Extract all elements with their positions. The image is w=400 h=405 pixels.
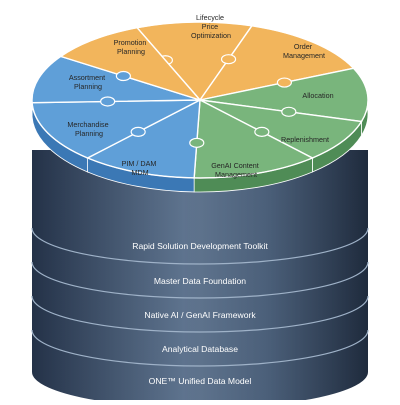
puzzle-knob [281, 106, 297, 117]
layer-label-master-data: Master Data Foundation [154, 276, 246, 286]
layer-label-unified-data-model: ONE™ Unified Data Model [149, 376, 252, 386]
puzzle-knob [115, 70, 131, 82]
segment-label-order-management: Order Management [283, 42, 325, 60]
layer-label-native-ai: Native AI / GenAI Framework [144, 310, 256, 320]
segment-label-pim-dam-mdm: PIM / DAM MDM [122, 159, 159, 177]
segment-label-assortment-planning: Assortment Planning [69, 73, 107, 91]
layer-label-analytical-db: Analytical Database [162, 344, 238, 354]
segment-labels: Lifecycle Price Optimization Order Manag… [67, 13, 333, 179]
layer-divider [31, 329, 369, 367]
puzzle-knob [100, 96, 116, 107]
puzzle-pie [31, 21, 369, 179]
segment-label-allocation: Allocation [302, 91, 333, 100]
puzzle-knob [130, 126, 146, 137]
layer-label-toolkit: Rapid Solution Development Toolkit [132, 241, 268, 251]
segment-label-genai-content: GenAI Content Management [211, 161, 261, 179]
cylinder-body [31, 150, 369, 405]
segment-label-replenishment: Replenishment [281, 135, 329, 144]
puzzle-knob [189, 137, 205, 148]
layer-divider [31, 227, 369, 265]
layer-labels: Rapid Solution Development Toolkit Maste… [132, 241, 268, 386]
puzzle-knob [254, 126, 270, 137]
pie-rim [31, 21, 369, 179]
segment-label-lifecycle-price: Lifecycle Price Optimization [191, 13, 231, 40]
layer-divider [31, 295, 369, 333]
puzzle-knob [276, 77, 293, 88]
cylinder-shine [32, 150, 368, 405]
puzzle-knob [220, 54, 237, 65]
layer-divider [31, 261, 369, 299]
segment-label-merchandise-planning: Merchandise Planning [67, 120, 110, 138]
segment-label-promotion-planning: Promotion Planning [114, 38, 149, 56]
